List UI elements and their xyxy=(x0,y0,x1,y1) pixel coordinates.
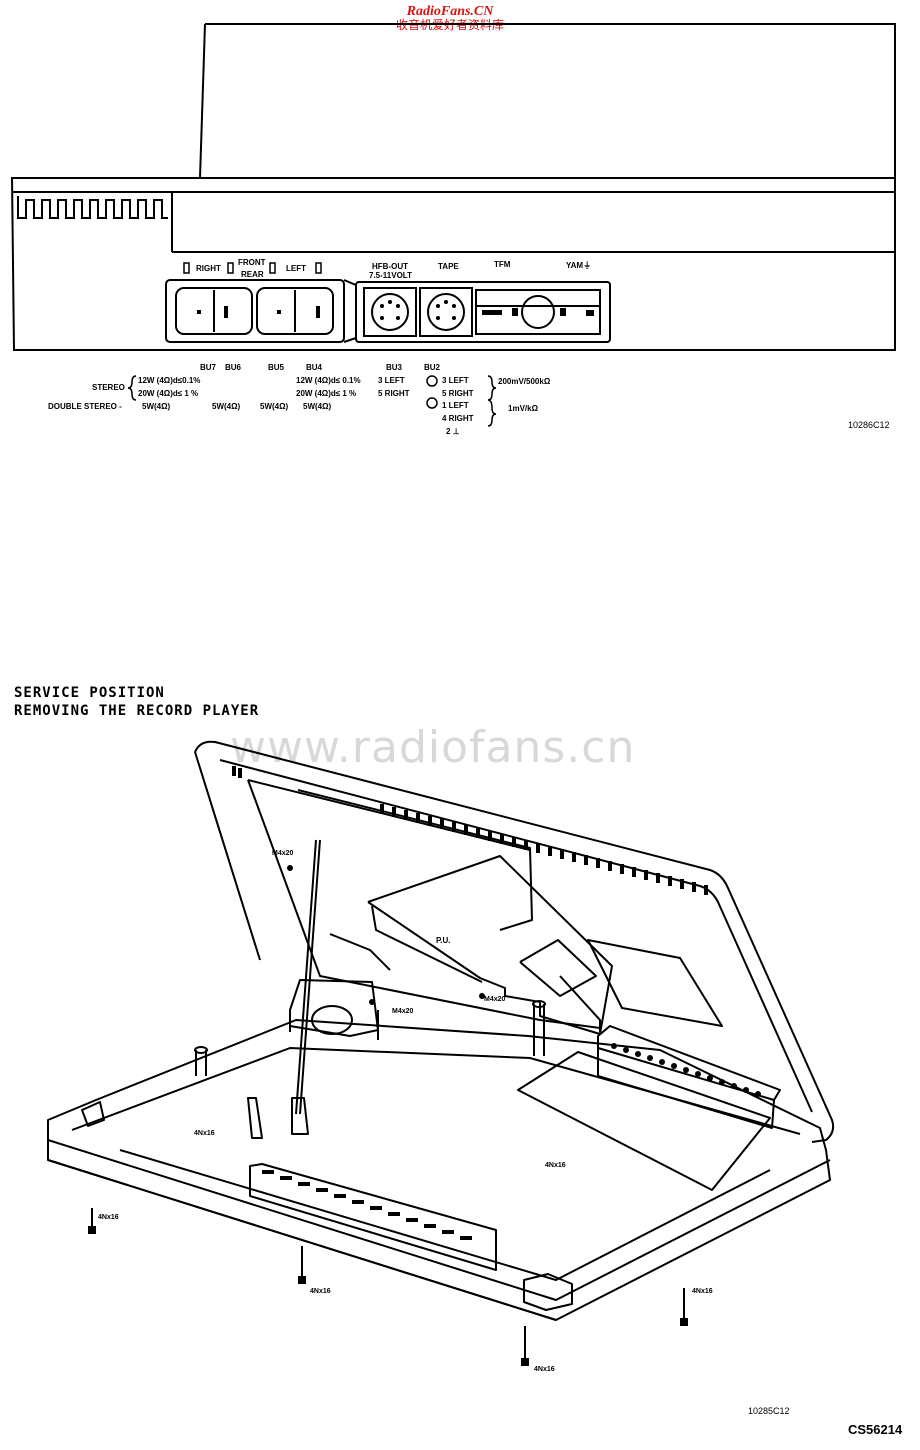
radiofans-watermark: RadioFans.CN 收音机爱好者资料库 xyxy=(370,4,530,33)
bu2-5right-pin: 5 RIGHT xyxy=(442,389,474,398)
removing-record-player-heading: REMOVING THE RECORD PLAYER xyxy=(14,703,260,719)
radiofans-url-watermark: www.radiofans.cn xyxy=(230,722,636,773)
bu4-12w-spec: 12W (4Ω)d≤ 0.1% xyxy=(296,376,361,385)
bu7-double-spec: 5W(4Ω) xyxy=(142,402,171,411)
input-spec: 1mV/kΩ xyxy=(508,404,538,413)
bu6-double-spec: 5W(4Ω) xyxy=(212,402,241,411)
speaker-socket-strip xyxy=(166,280,344,342)
ground-pin: 2 ⊥ xyxy=(446,427,460,436)
bu2-1left-pin: 1 LEFT xyxy=(442,401,469,410)
screw-4nx16-right-side: 4Nx16 xyxy=(692,1288,713,1295)
hfb-out-label: HFB-OUT xyxy=(372,262,408,271)
pu-compartment xyxy=(368,856,612,1034)
rear-label: REAR xyxy=(241,270,264,279)
lid-outline xyxy=(200,24,895,178)
screw-m4x20-pu: M4x20 xyxy=(392,1008,414,1015)
service-position-heading: SERVICE POSITION xyxy=(14,685,165,701)
figure-code-bottom: 10285C12 xyxy=(748,1406,790,1416)
bu4-label: BU4 xyxy=(306,363,323,372)
bu3-right-pin: 5 RIGHT xyxy=(378,389,410,398)
bu2-4right-pin: 4 RIGHT xyxy=(442,414,474,423)
cabinet-outline xyxy=(12,178,895,350)
fm-antenna-label: TFM xyxy=(494,260,510,269)
rear-panel-drawing xyxy=(0,0,920,440)
lid-outer xyxy=(195,742,833,1142)
am-antenna-icon: Y xyxy=(566,261,571,270)
screw-4nx16-left-post: 4Nx16 xyxy=(194,1130,215,1137)
bu2-label: BU2 xyxy=(424,363,441,372)
stereo-20w-spec: 20W (4Ω)d≤ 1 % xyxy=(138,389,199,398)
am-antenna-label: YAM⏚ xyxy=(566,260,591,271)
screw-4nx16-right-post: 4Nx16 xyxy=(545,1162,566,1169)
bu5-double-spec: 5W(4Ω) xyxy=(260,402,289,411)
figure-code-top: 10286C12 xyxy=(848,420,890,430)
bu6-label: BU6 xyxy=(225,363,242,372)
screw-m4x20-lid: M4x20 xyxy=(272,850,294,857)
screw-4nx16-front-right: 4Nx16 xyxy=(534,1366,555,1373)
hfb-volt-label: 7.5-11VOLT xyxy=(369,271,412,280)
screw-4nx16-front-left: 4Nx16 xyxy=(98,1214,119,1221)
watermark-line2: 收音机爱好者资料库 xyxy=(395,18,504,33)
bu5-label: BU5 xyxy=(268,363,285,372)
pu-label: P.U. xyxy=(436,936,451,945)
terminal-block xyxy=(598,1026,780,1100)
bu3-left-pin: 3 LEFT xyxy=(378,376,405,385)
bu2-3left-pin: 3 LEFT xyxy=(442,376,469,385)
bu4-double-spec: 5W(4Ω) xyxy=(303,402,332,411)
pcb xyxy=(518,1052,770,1190)
tape-label: TAPE xyxy=(438,262,459,271)
fm-text: FM xyxy=(498,260,511,269)
screw-m4x20-right: M4x20 xyxy=(484,996,506,1003)
bu4-20w-spec: 20W (4Ω)d≤ 1 % xyxy=(296,389,357,398)
din-socket-strip xyxy=(356,282,610,342)
left-speaker-label: LEFT xyxy=(286,264,306,273)
screw-4nx16-front-mid: 4Nx16 xyxy=(310,1288,331,1295)
front-label: FRONT xyxy=(238,258,266,267)
output-spec: 200mV/500kΩ xyxy=(498,377,551,386)
stereo-12w-spec: 12W (4Ω)d≤0.1% xyxy=(138,376,201,385)
am-text: AM xyxy=(570,261,584,270)
heat-sink xyxy=(250,1164,496,1270)
double-stereo-label: DOUBLE STEREO - xyxy=(48,402,122,411)
bu3-label: BU3 xyxy=(386,363,403,372)
stereo-label: STEREO xyxy=(92,383,125,392)
fm-antenna-icon: T xyxy=(494,260,499,269)
document-code: CS56214 xyxy=(848,1422,903,1437)
right-speaker-label: RIGHT xyxy=(196,264,221,273)
ground-icon: ⏚ xyxy=(583,261,592,270)
vent-slots xyxy=(18,196,168,218)
watermark-line1: RadioFans.CN xyxy=(406,4,494,19)
bu7-label: BU7 xyxy=(200,363,217,372)
record-player-drawing xyxy=(0,720,920,1366)
